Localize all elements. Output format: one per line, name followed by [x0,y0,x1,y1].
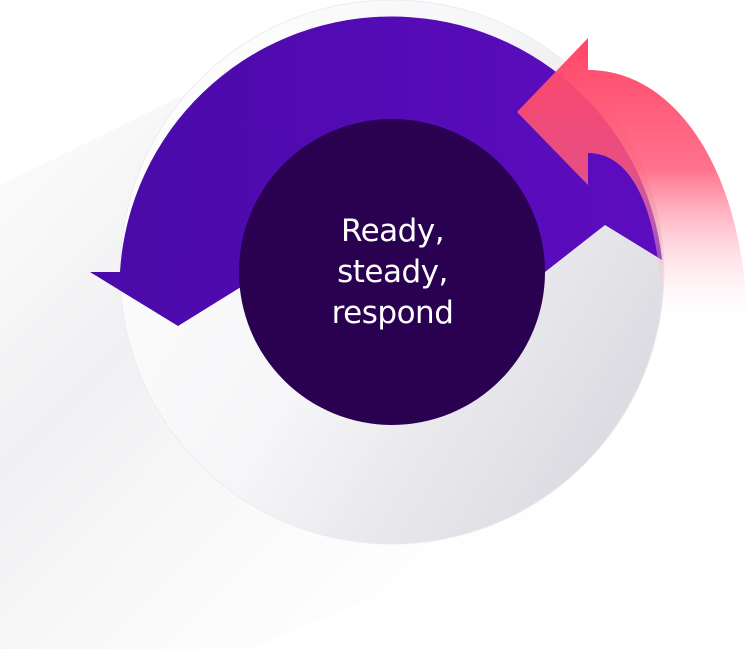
center-circle [239,119,545,425]
center-label-line-2: steady, [337,254,448,290]
return-arrow [517,38,747,330]
center-label-line-3: respond [331,295,454,331]
center-label: Ready, steady, respond [240,120,545,425]
center-label-line-1: Ready, [340,213,445,249]
